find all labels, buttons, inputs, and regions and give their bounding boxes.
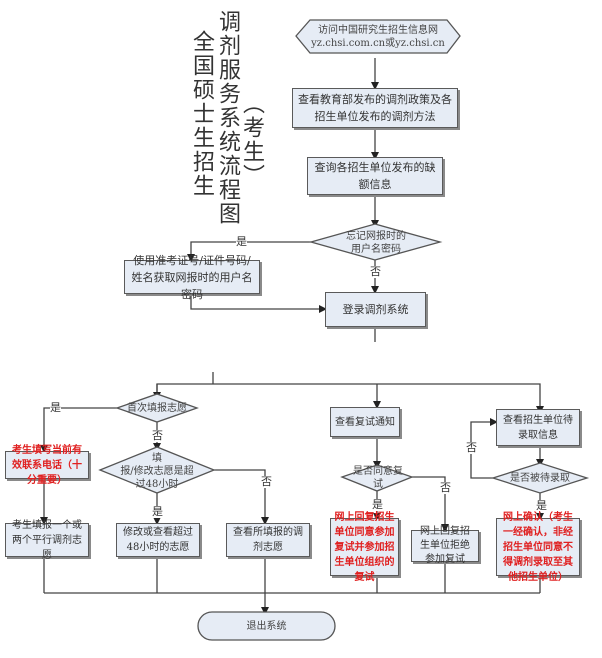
node-fill-one-or-two[interactable]: 考生填报一个或两个平行调剂志愿 <box>5 520 89 561</box>
over48-line2: 报/修改志愿是超 <box>120 465 194 477</box>
is-pending-diamond <box>490 462 590 494</box>
arrow-first-yes <box>40 407 117 453</box>
node-agree-retest: 是否同意复试 <box>353 465 403 490</box>
node-fill-phone[interactable]: 考生填写当前有效联系电话（十分重要） <box>5 445 89 486</box>
arrow-48h-no <box>214 469 269 525</box>
title-line-role: （考生） <box>239 92 264 188</box>
agree-retest-diamond <box>340 464 414 492</box>
node-login[interactable]: 登录调剂系统 <box>325 292 426 327</box>
arrow-forgot-yes <box>187 241 311 262</box>
node-accept-retest[interactable]: 网上回复招生单位同意参加复试并参加招生单位组织的复试 <box>330 512 399 583</box>
node-exit[interactable]: 退出系统 <box>246 620 287 632</box>
arrow-agree-no <box>412 476 449 532</box>
visit-site-line1: 访问中国研究生招生信息网 <box>317 25 438 36</box>
label-no-forgot: 否 <box>370 265 381 278</box>
visit-site-url: yz.chsi.com.cn或yz.chsi.cn <box>311 38 445 49</box>
label-yes-forgot: 是 <box>236 235 247 248</box>
label-yes-first: 是 <box>50 401 61 414</box>
node-view-retest-notice[interactable]: 查看复试通知 <box>330 407 400 437</box>
node-over-48h: 填 报/修改志愿是超 过48小时 <box>120 452 194 490</box>
node-view-pending-admission[interactable]: 查看招生单位待录取信息 <box>496 409 580 446</box>
over48-line3: 过48小时 <box>135 478 179 490</box>
label-yes-pending: 是 <box>536 499 547 512</box>
node-is-pending: 是否被待录取 <box>510 473 570 484</box>
forgot-line2: 用户名密码 <box>351 244 401 255</box>
label-no-agree: 否 <box>440 481 451 494</box>
exit-terminator <box>197 611 336 641</box>
node-view-filled[interactable]: 查看所填报的调剂志愿 <box>226 523 310 557</box>
node-first-fill: 首次填报志愿 <box>127 402 187 414</box>
node-confirm-online[interactable]: 网上确认（考生一经确认，非经招生单位同意不得调剂录取至其他招生单位） <box>496 512 580 583</box>
node-forgot-password: 忘记网报时的 用户名密码 <box>336 230 416 256</box>
forgot-password-diamond <box>308 223 443 261</box>
title-line-1: 全国硕士生招生 <box>189 30 214 198</box>
first-fill-diamond <box>115 393 199 423</box>
label-yes-48h: 是 <box>152 505 163 518</box>
title-line-main: 调剂服务系统流程图 <box>215 10 240 226</box>
node-view-policy: 查看教育部发布的调剂政策及各招生单位发布的调剂方法 <box>292 88 458 128</box>
over-48h-diamond <box>98 446 216 494</box>
label-no-pending: 否 <box>466 441 477 454</box>
node-visit-site: 访问中国研究生招生信息网 yz.chsi.com.cn或yz.chsi.cn <box>300 20 456 54</box>
over48-line1: 填 <box>152 452 162 464</box>
node-query-vacancy: 查询各招生单位发布的缺额信息 <box>307 157 443 195</box>
arrow-retrieve-login <box>190 292 327 313</box>
node-retrieve-credentials: 使用准考证号/证件号码/姓名获取网报时的用户名密码 <box>124 254 260 301</box>
label-no-48h: 否 <box>261 475 272 488</box>
visit-site-shape <box>295 19 461 54</box>
node-reject-retest[interactable]: 网上回复招生单位拒绝参加复试 <box>411 526 479 565</box>
forgot-line1: 忘记网报时的 <box>346 231 406 242</box>
node-modify-after-48h[interactable]: 修改或查看超过48小时的志愿 <box>116 523 200 557</box>
label-no-first: 否 <box>152 429 163 442</box>
label-yes-agree: 是 <box>372 498 383 511</box>
